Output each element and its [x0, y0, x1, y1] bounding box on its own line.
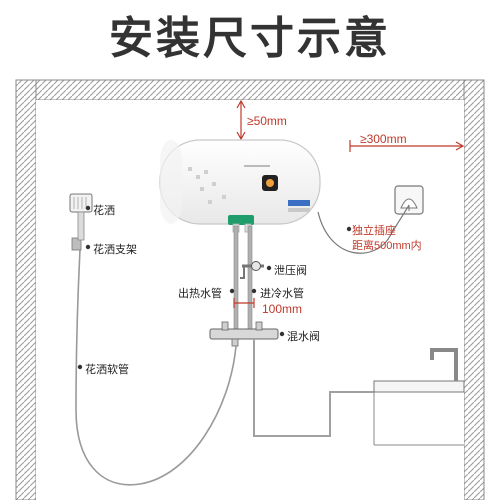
hot-pipe-label: 出热水管 — [178, 288, 222, 300]
shower-holder — [71, 237, 82, 251]
shower-head-label: 花洒 — [93, 205, 115, 217]
hot-water-pipe — [233, 225, 239, 331]
top-clearance-label: ≥50mm — [247, 114, 287, 128]
top-clearance-dimension — [236, 99, 246, 141]
mixing-valve — [209, 321, 279, 347]
water-heater — [159, 139, 321, 233]
power-socket — [394, 185, 424, 215]
shower-holder-label: 花洒支架 — [93, 244, 137, 256]
pipe-spacing-label: 100mm — [262, 302, 303, 316]
side-clearance-dimension — [349, 140, 465, 152]
outlet-pipe — [253, 339, 374, 437]
bathtub — [373, 380, 465, 446]
mixing-valve-label: 混水阀 — [287, 331, 320, 343]
pipe-spacing-dimension — [233, 298, 255, 308]
cold-pipe-label: 进冷水管 — [260, 288, 304, 300]
shower-hose — [75, 249, 237, 486]
label-leader-dots — [77, 205, 352, 370]
socket-label-line2: 距离500mm内 — [352, 240, 422, 252]
page-title: 安装尺寸示意 — [109, 14, 391, 63]
pressure-relief-valve — [240, 261, 264, 279]
power-cord — [317, 204, 410, 254]
pressure-valve-label: 泄压阀 — [274, 265, 307, 277]
side-clearance-label: ≥300mm — [360, 132, 407, 146]
cold-water-pipe — [247, 225, 253, 331]
socket-label-line1: 独立插座 — [352, 225, 396, 237]
shower-hose-label: 花洒软管 — [85, 364, 129, 376]
faucet — [430, 348, 458, 381]
